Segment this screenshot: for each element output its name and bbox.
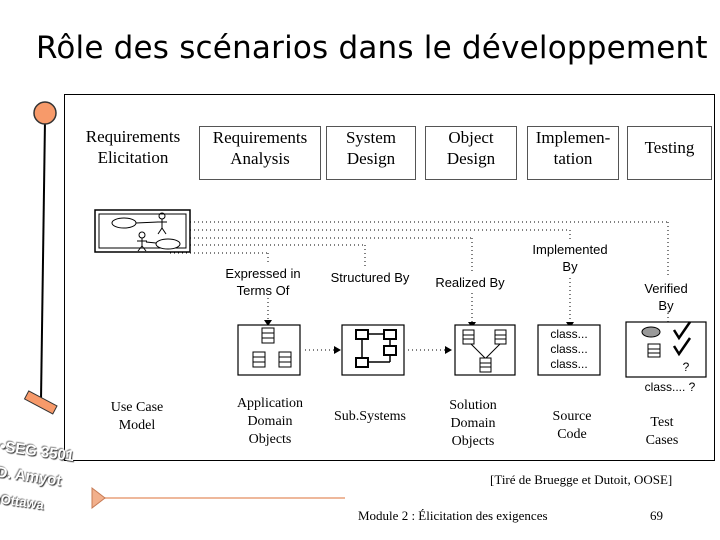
citation: [Tiré de Bruegge et Dutoit, OOSE] xyxy=(490,472,673,487)
page-title: Rôle des scénarios dans le développement xyxy=(36,30,708,66)
page-number: 69 xyxy=(650,508,663,523)
course-watermark: •SEG 3501 D. Amyot uOttawa xyxy=(0,437,76,513)
source-code-lines: class... class... class... xyxy=(550,327,588,371)
subsystems-label: Sub.Systems xyxy=(334,409,406,424)
pin-head-icon xyxy=(33,101,57,125)
footer-module: Module 2 : Élicitation des exigences xyxy=(358,508,548,523)
solution-objects-icon xyxy=(454,324,516,376)
test-question-mark: ? xyxy=(682,360,690,374)
use-case-diagram-icon xyxy=(94,209,191,253)
test-class-label: class.... ? xyxy=(644,380,696,394)
relation-structured-by: Structured By xyxy=(330,270,410,285)
subsystems-icon xyxy=(341,324,405,376)
source-code-box xyxy=(537,324,601,376)
relation-realized-by: Realized By xyxy=(435,275,505,290)
diagram-frame xyxy=(64,94,715,461)
arrow-head-icon xyxy=(91,486,106,510)
test-cases-icon xyxy=(625,321,707,378)
phase-implementation: Implemen-tation xyxy=(527,126,619,180)
phase-testing: Testing xyxy=(627,126,712,180)
domain-objects-icon xyxy=(237,324,301,376)
pin-base-icon xyxy=(23,390,58,415)
